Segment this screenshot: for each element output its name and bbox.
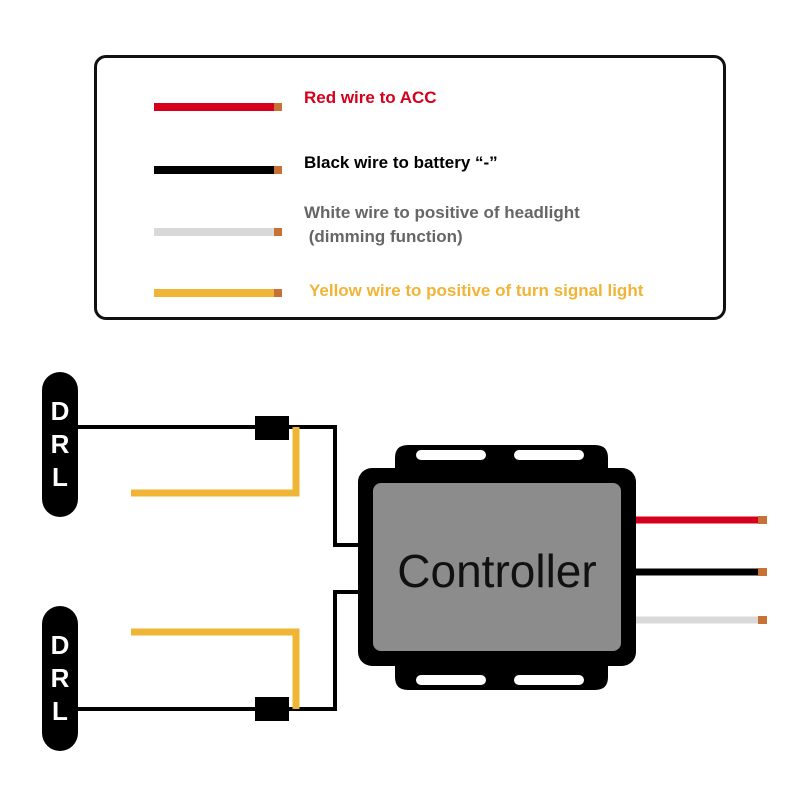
yellow-wire-sample [154, 289, 282, 297]
legend-label-white-line2: (dimming function) [304, 227, 463, 246]
legend-box: Red wire to ACC Black wire to battery “-… [94, 55, 726, 320]
drl-top-letter-d: D [51, 396, 70, 426]
drl-top-letter-l: L [52, 462, 68, 492]
top-connector [255, 416, 289, 440]
mount-slot [416, 450, 486, 460]
bottom-connector [255, 697, 289, 721]
black-wire-sample [154, 166, 282, 174]
bottom-drl-wiring [78, 590, 360, 721]
mount-slot [514, 675, 584, 685]
drl-top-letter-r: R [51, 429, 70, 459]
legend-label-yellow: Yellow wire to positive of turn signal l… [309, 281, 644, 300]
drl-bottom-letter-l: L [52, 696, 68, 726]
white-wire-sample [154, 228, 282, 236]
top-drl-wiring [78, 416, 360, 547]
controller-output-wires [630, 516, 767, 624]
drl-bottom-letter-r: R [51, 663, 70, 693]
controller-box: Controller [358, 445, 636, 690]
red-wire-sample [154, 103, 282, 111]
mount-slot [416, 675, 486, 685]
legend-label-red: Red wire to ACC [304, 88, 437, 107]
legend-wires [154, 103, 282, 297]
drl-bottom-letter-d: D [51, 630, 70, 660]
legend-label-black: Black wire to battery “-” [304, 153, 498, 172]
drl-top-label: D R L [42, 372, 78, 517]
legend-label-white-line1: White wire to positive of headlight [304, 203, 580, 222]
mount-slot [514, 450, 584, 460]
drl-bottom-label: D R L [42, 606, 78, 751]
controller-label: Controller [397, 545, 596, 597]
controller-face [373, 483, 621, 651]
